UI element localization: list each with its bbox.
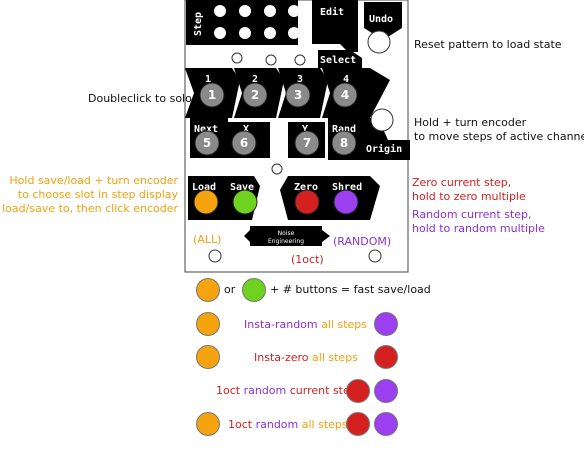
hold-turn-note-2: to move steps of active channel(s) [414, 130, 584, 143]
legend-load-dot [196, 278, 220, 302]
x-label: X [243, 124, 249, 135]
legend-or: or [224, 283, 236, 296]
channel-label-2: 2 [252, 74, 258, 85]
save-load-note-1: Hold save/load + turn encoder [9, 174, 178, 187]
channel-button-2[interactable]: 2 [242, 82, 268, 108]
oct-label: (1oct) [291, 253, 324, 266]
origin-label: Origin [366, 143, 402, 155]
legend-load-dot-4 [196, 412, 220, 436]
legend-fast-save-load: + # buttons = fast save/load [270, 283, 431, 296]
svg-text:6: 6 [240, 136, 248, 150]
legend-load-dot-2 [196, 312, 220, 336]
save-label: Save [230, 182, 254, 193]
channel-label-3: 3 [297, 74, 303, 85]
legend-shred-dot-3 [374, 412, 398, 436]
svg-text:5: 5 [203, 136, 211, 150]
zero-label: Zero [294, 182, 318, 193]
undo-label: Undo [369, 14, 393, 25]
legend-shred-dot [374, 312, 398, 336]
svg-text:Noise: Noise [278, 230, 295, 237]
channel-button-1[interactable]: 1 [199, 82, 225, 108]
svg-text:2: 2 [251, 88, 259, 102]
save-load-note-2: to choose slot in step display [17, 188, 178, 201]
channel-label-4: 4 [343, 74, 349, 85]
button-6[interactable]: 6 [231, 130, 257, 156]
random-note-1: Random current step, [412, 208, 532, 221]
load-button[interactable] [193, 189, 219, 215]
channel-button-4[interactable]: 4 [332, 82, 358, 108]
step-display-leds [214, 5, 300, 39]
move-encoder[interactable] [370, 108, 394, 132]
legend-zero-dot [374, 345, 398, 369]
svg-text:Engineering: Engineering [268, 238, 304, 245]
legend-insta-random: Insta-random all steps [244, 318, 368, 331]
rand-label: Rand [332, 124, 356, 135]
svg-text:7: 7 [303, 136, 311, 150]
shred-button[interactable] [333, 189, 359, 215]
save-button[interactable] [232, 189, 258, 215]
hold-turn-note-1: Hold + turn encoder [414, 116, 527, 129]
noise-engineering-logo: Noise Engineering [244, 226, 330, 246]
reset-encoder[interactable] [367, 30, 391, 54]
svg-text:3: 3 [294, 88, 302, 102]
legend-save-dot [242, 278, 266, 302]
zero-note-1: Zero current step, [412, 176, 512, 189]
load-label: Load [192, 182, 216, 193]
legend-1oct-random-current: 1oct random current step [216, 384, 357, 397]
button-5[interactable]: 5 [194, 130, 220, 156]
legend-load-dot-3 [196, 345, 220, 369]
shred-label: Shred [332, 182, 362, 193]
all-label: (ALL) [193, 233, 221, 246]
legend-shred-dot-2 [374, 379, 398, 403]
svg-text:4: 4 [341, 88, 349, 102]
step-label: Step [193, 12, 204, 36]
edit-label: Edit [320, 6, 344, 18]
zero-note-2: hold to zero multiple [412, 190, 526, 203]
legend-zero-dot-3 [346, 412, 370, 436]
select-label: Select [320, 55, 356, 66]
button-7[interactable]: 7 [294, 130, 320, 156]
random-note-2: hold to random multiple [412, 222, 545, 235]
next-label: Next [194, 124, 218, 135]
save-load-note-3: to load/save to, then click encoder [0, 202, 178, 215]
zero-button[interactable] [294, 189, 320, 215]
button-8[interactable]: 8 [331, 130, 357, 156]
legend-1oct-random-all: 1oct random all steps [228, 418, 348, 431]
legend-zero-dot-2 [346, 379, 370, 403]
doubleclick-note: Doubleclick to solo [88, 92, 192, 105]
module-panel: Step Edit Undo Select 1 2 3 4 Next X Y R… [184, 0, 410, 273]
legend-insta-zero: Insta-zero all steps [254, 351, 358, 364]
random-label: (RANDOM) [333, 235, 391, 248]
channel-button-3[interactable]: 3 [285, 82, 311, 108]
svg-text:1: 1 [208, 88, 216, 102]
y-label: Y [302, 124, 308, 135]
svg-text:8: 8 [340, 136, 348, 150]
reset-note: Reset pattern to load state [414, 38, 562, 51]
channel-label-1: 1 [205, 74, 211, 85]
